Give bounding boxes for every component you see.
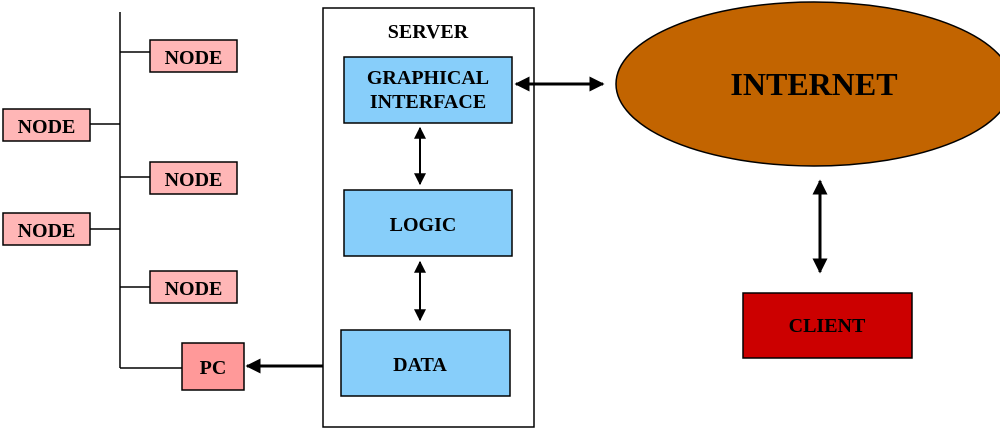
graphical-interface-label-line-2: INTERFACE [370, 91, 486, 113]
node-box [2, 108, 91, 142]
node-box [149, 270, 238, 304]
server: SERVER GRAPHICAL INTERFACE LOGIC DATA [322, 7, 535, 428]
logic-box [343, 189, 513, 257]
pc-box [181, 342, 245, 391]
graphical-interface-label-line-1: GRAPHICAL [367, 67, 489, 89]
node-label: NODE [165, 278, 223, 300]
data-block: DATA [340, 329, 511, 397]
network-bus [90, 12, 182, 369]
node-5: NODE [149, 270, 238, 304]
node-4: NODE [2, 212, 91, 246]
logic-label: LOGIC [390, 214, 457, 236]
node-3: NODE [149, 161, 238, 195]
client-box [742, 292, 913, 359]
node-1: NODE [149, 39, 238, 73]
data-label: DATA [393, 354, 447, 376]
client-label: CLIENT [789, 315, 866, 337]
pc: PC [181, 342, 245, 391]
graphical-interface-box [343, 56, 513, 124]
logic-block: LOGIC [343, 189, 513, 257]
node-label: NODE [18, 116, 76, 138]
graphical-interface-block: GRAPHICAL INTERFACE [343, 56, 513, 124]
node-2: NODE [2, 108, 91, 142]
node-label: NODE [18, 220, 76, 242]
node-label: NODE [165, 47, 223, 69]
internet: INTERNET [615, 1, 1000, 167]
client: CLIENT [742, 292, 913, 359]
node-box [149, 161, 238, 195]
server-title: SERVER [388, 21, 469, 43]
data-box [340, 329, 511, 397]
node-label: NODE [165, 169, 223, 191]
node-box [149, 39, 238, 73]
internet-label: INTERNET [730, 66, 897, 102]
node-box [2, 212, 91, 246]
internet-cloud [615, 1, 1000, 167]
pc-label: PC [200, 357, 227, 379]
